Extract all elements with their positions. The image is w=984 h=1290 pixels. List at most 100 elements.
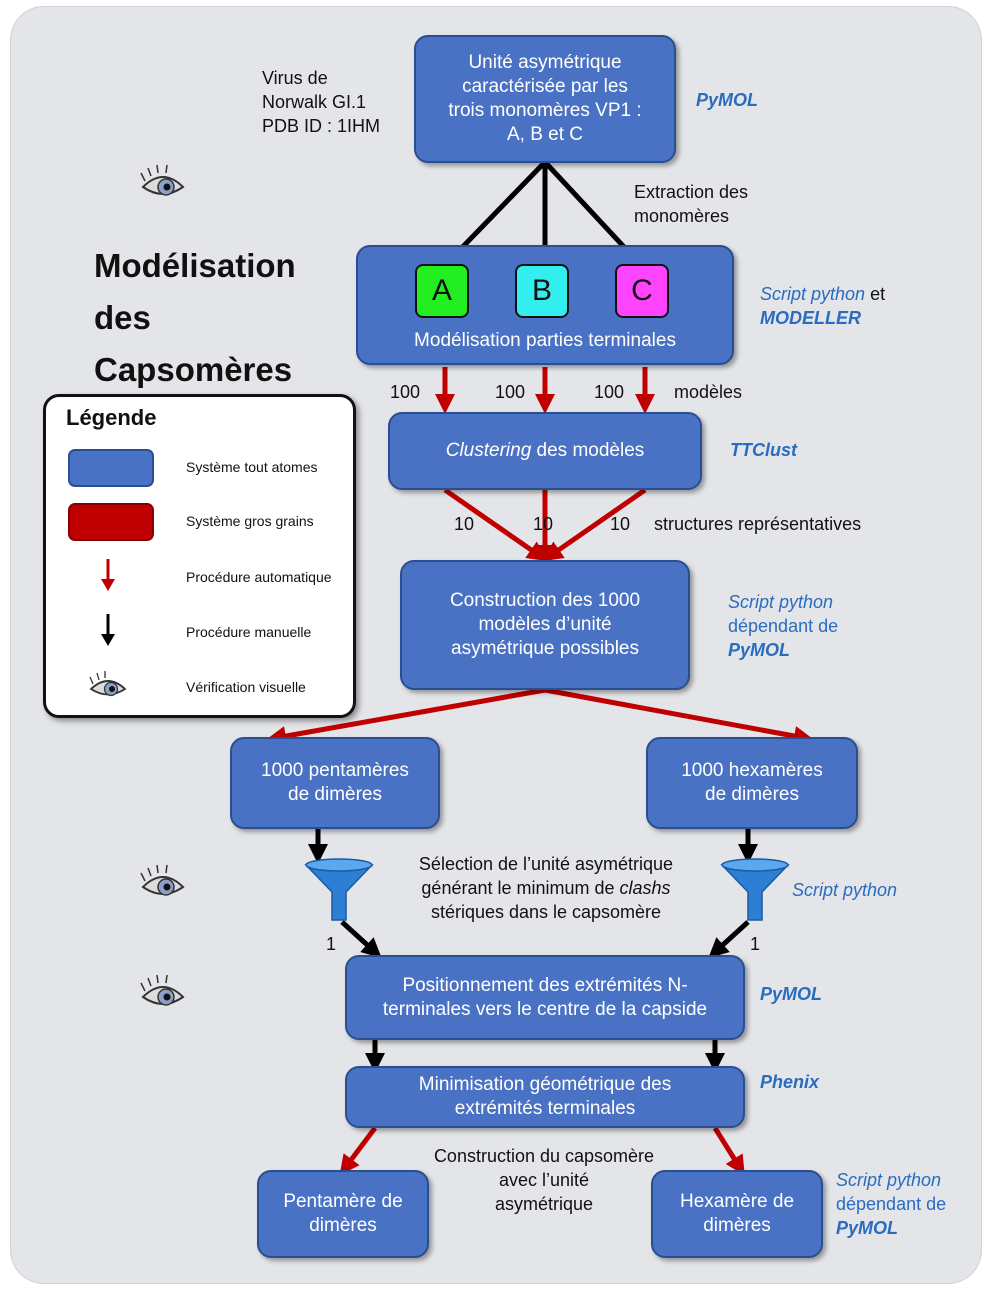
minimisation-line: Minimisation géométrique des (418, 1074, 672, 1095)
selection-label: Sélection de l’unité asymétrique généran… (386, 852, 706, 924)
asym-unit-line: trois monomères VP1 : (448, 100, 642, 121)
count-1-right: 1 (750, 934, 761, 954)
virus-line-2: Norwalk GI.1 (262, 92, 367, 112)
title-line: Capsomères (94, 351, 293, 388)
legend-swatch-red (68, 503, 154, 541)
asym-unit-box: Unité asymétrique caractérisée par les t… (414, 35, 676, 163)
construction-line: modèles d’unité (478, 614, 612, 635)
clustering-rest: des modèles (531, 440, 645, 461)
tool-pymol: PyMOL (728, 640, 791, 660)
tool-ttclust: TTClust (730, 440, 797, 460)
tool-pymol-2: PyMOL (760, 984, 823, 1004)
tool-script-python-2: Script python (792, 880, 898, 900)
positioning-line: Positionnement des extrémités N- (402, 974, 688, 996)
virus-line-3: PDB ID : 1IHM (262, 116, 381, 136)
construction-box: Construction des 1000 modèles d’unité as… (400, 560, 690, 690)
legend-label: Procédure manuelle (186, 624, 312, 640)
tool-script-python: Script python (728, 592, 834, 612)
eye-icon (140, 164, 185, 196)
minimisation-line: extrémités terminales (454, 1098, 636, 1119)
virus-label: Virus de Norwalk GI.1 PDB ID : 1IHM (262, 66, 380, 138)
pentamers-line: 1000 pentamères (261, 760, 409, 781)
asym-unit-line: caractérisée par les (462, 76, 628, 97)
minimisation-box: Minimisation géométrique des extrémités … (345, 1066, 745, 1128)
capsomer-line: Construction du capsomère (433, 1146, 655, 1166)
arrow-to-pentamer-final (339, 1126, 377, 1176)
capsomer-line: avec l’unité (498, 1170, 590, 1190)
clustering-box: Clustering des modèles (388, 412, 702, 490)
tool-script-pymol-2: Script python dépendant de PyMOL (836, 1168, 946, 1240)
arrow-10-left (443, 487, 548, 562)
tool-dependant: dépendant de (836, 1194, 947, 1214)
legend-item-manual: Procédure manuelle (46, 612, 353, 652)
legend-swatch-blue (68, 449, 154, 487)
asym-unit-line: A, B et C (506, 124, 584, 145)
count-100-a: 100 (390, 382, 421, 402)
legend: Légende Système tout atomes Système gros… (43, 394, 356, 718)
legend-label: Système tout atomes (186, 459, 318, 475)
legend-label: Vérification visuelle (186, 679, 306, 695)
virus-line-1: Virus de (262, 68, 328, 88)
selection-line: générant le minimum de (421, 878, 620, 898)
count-100-c: 100 (594, 382, 625, 402)
eye-icon (140, 974, 185, 1006)
eye-icon (140, 864, 185, 896)
count-100-b: 100 (495, 382, 526, 402)
construction-line: asymétrique possibles (451, 638, 639, 659)
tool-dependant: dépendant de (728, 616, 839, 636)
tool-script-modeller: Script python et MODELLER (760, 282, 885, 330)
monomer-b: B (515, 264, 569, 318)
positioning-line: terminales vers le centre de la capside (382, 998, 708, 1020)
eye-icon (89, 671, 127, 697)
terminal-modeling-label: Modélisation parties terminales (414, 330, 676, 351)
extraction-label: Extraction des monomères (634, 180, 748, 228)
legend-item-all-atom: Système tout atomes (46, 447, 353, 487)
clustering-italic: Clustering (445, 440, 532, 461)
models-label: modèles (674, 382, 743, 402)
tool-script-python: Script python (760, 284, 866, 304)
arrow-filter-right-to-pos (708, 920, 750, 959)
hexamers-box: 1000 hexamères de dimères (646, 737, 858, 829)
diagram-title: Modélisation des Capsomères (94, 240, 296, 396)
legend-label: Procédure automatique (186, 569, 332, 585)
legend-item-coarse-grain: Système gros grains (46, 501, 353, 541)
arrow-10-right (542, 487, 647, 562)
hexamers-line: de dimères (705, 784, 799, 805)
monomer-a: A (415, 264, 469, 318)
construction-line: Construction des 1000 (449, 590, 641, 611)
tool-pymol: PyMOL (836, 1218, 899, 1238)
hexamer-final-line: dimères (703, 1215, 771, 1236)
count-10-a: 10 (454, 514, 475, 534)
red-arrow-icon (101, 559, 115, 591)
tool-script-python: Script python (836, 1170, 942, 1190)
arrow-to-pentamers (266, 687, 546, 746)
legend-item-auto: Procédure automatique (46, 557, 353, 597)
selection-line: stériques dans le capsomère (430, 902, 662, 922)
title-line: des (94, 299, 151, 336)
pentamer-final-line: dimères (309, 1215, 377, 1236)
selection-line: Sélection de l’unité asymétrique (418, 854, 674, 874)
pentamer-final-line: Pentamère de (283, 1191, 403, 1212)
arrow-to-hexamer-final (712, 1126, 745, 1176)
count-10-c: 10 (610, 514, 631, 534)
black-arrow-icon (101, 614, 115, 646)
capsomer-line: asymétrique (494, 1194, 594, 1214)
extraction-line: monomères (634, 206, 730, 226)
pentamers-line: de dimères (288, 784, 382, 805)
capsomer-construction-label: Construction du capsomère avec l’unité a… (404, 1144, 684, 1216)
hexamer-final-box: Hexamère de dimères (651, 1170, 823, 1258)
hexamer-final-line: Hexamère de (679, 1191, 795, 1212)
count-10-b: 10 (533, 514, 554, 534)
pentamers-box: 1000 pentamères de dimères (230, 737, 440, 829)
tool-modeller: MODELLER (760, 308, 861, 328)
tool-phenix: Phenix (760, 1072, 820, 1092)
filter-left-icon (304, 858, 374, 921)
legend-title: Légende (66, 405, 157, 430)
representative-label: structures représentatives (654, 514, 862, 534)
legend-item-visual: Vérification visuelle (46, 667, 353, 707)
legend-label: Système gros grains (186, 513, 314, 529)
title-line: Modélisation (94, 247, 296, 284)
tool-et: et (865, 284, 886, 304)
arrow-filter-left-to-pos (340, 920, 382, 959)
